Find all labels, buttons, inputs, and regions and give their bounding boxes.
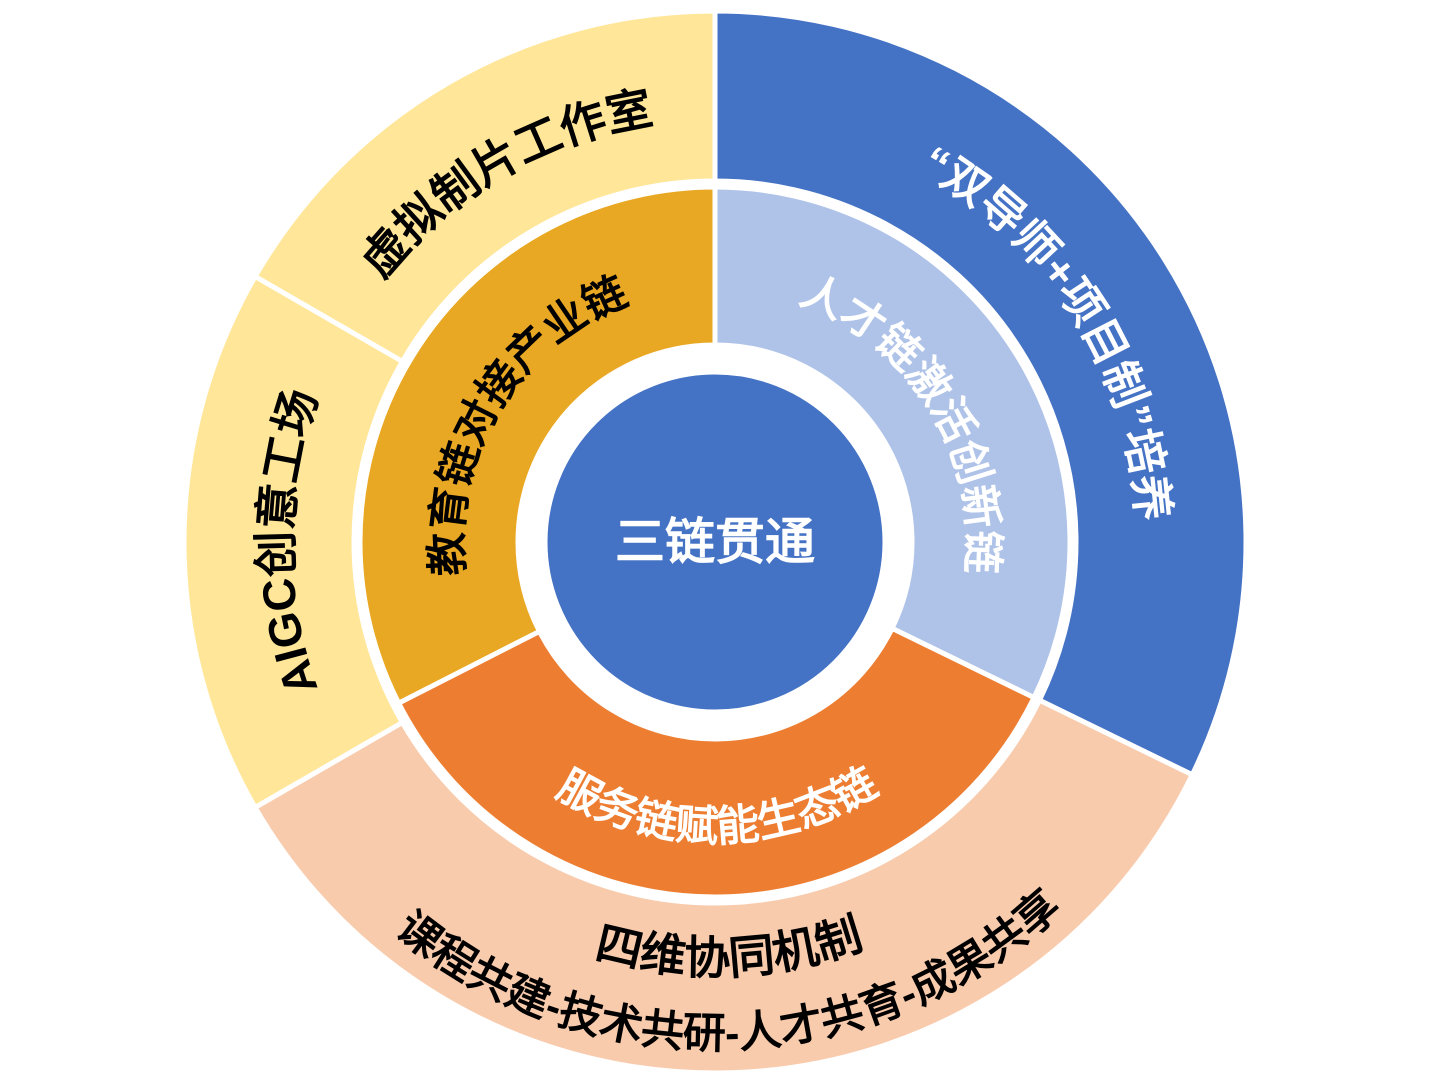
virtual-production-studio-segment xyxy=(251,8,718,365)
center-label: 三链贯通 xyxy=(615,514,815,570)
talent-chain-segment xyxy=(712,184,1073,701)
aigc-creative-factory-segment xyxy=(181,273,406,811)
three-chain-integration-circle xyxy=(542,369,888,715)
education-chain-segment xyxy=(357,184,718,707)
dual-mentor-project-training-segment xyxy=(712,8,1249,779)
service-chain-segment xyxy=(395,625,1038,900)
four-dimension-collaboration-segment xyxy=(251,696,1196,1076)
